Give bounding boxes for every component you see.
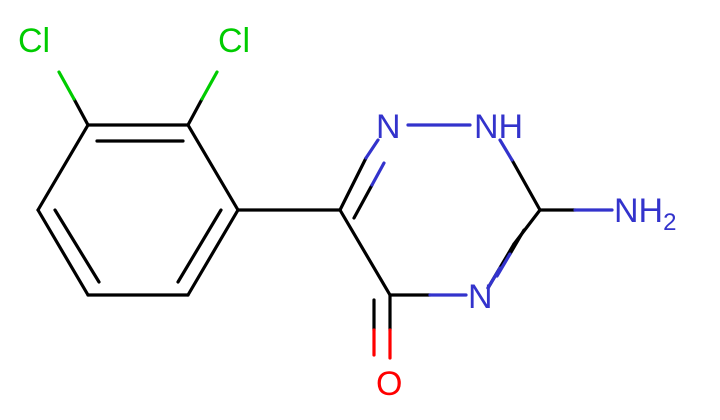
bond-c6-c1: [186, 208, 240, 297]
double-c6t-n1-inner-blue: [370, 161, 386, 187]
atom-o: O: [376, 365, 402, 403]
bond-c3-c4: [36, 123, 90, 212]
bond-c3t-n2: [510, 158, 542, 212]
bond-c6t-n1: [338, 156, 368, 212]
double-n4-c3t-inner: [508, 228, 526, 256]
atom-n-top-left: N: [376, 108, 401, 146]
atom-n-bottom: N: [468, 278, 493, 316]
bonds: [36, 97, 577, 332]
bond-c3t-n2-blue: [498, 138, 514, 162]
double-n4-c3t-inner-blue: [495, 252, 512, 278]
atom-cl-1: Cl: [18, 22, 50, 60]
colored-bond-halves: [57, 70, 614, 360]
bond-c3-cl-green: [57, 70, 76, 101]
nh2-main: NH: [614, 192, 663, 230]
atom-nh-top-right: NH: [474, 108, 523, 146]
bond-c2-cl-green: [200, 70, 219, 101]
aromatic-inner-c6-c1: [176, 208, 223, 284]
bond-c2-cl: [186, 97, 204, 127]
bond-c1-c2: [186, 123, 240, 212]
atom-nh2: NH2: [614, 192, 676, 236]
atom-cl-2: Cl: [218, 22, 250, 60]
bond-c4-c5: [36, 208, 90, 297]
double-c6t-n1-inner: [352, 183, 374, 220]
bond-c6t-n1-blue: [364, 138, 380, 160]
bond-c6t-c5t: [338, 208, 392, 297]
bond-c3-cl: [72, 97, 90, 127]
triazine-double-bonds: [352, 161, 526, 357]
aromatic-inner-c4-c5: [53, 208, 101, 284]
nh2-subscript: 2: [663, 209, 676, 236]
